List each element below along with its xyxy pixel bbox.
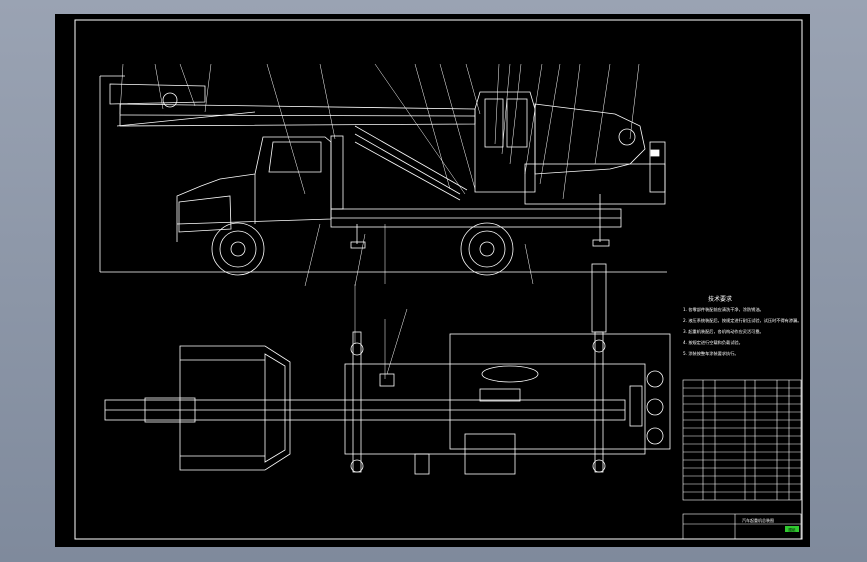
cab-window xyxy=(268,141,322,173)
tech-req-title: 技术要求 xyxy=(708,295,732,303)
cad-drawing: 技术要求 1. 各零部件装配前应清洗干净，涂防锈油。 2. 液压系统装配后，按规… xyxy=(74,19,803,540)
drawing-name: 汽车起重机总装图 xyxy=(742,517,774,523)
truck-cab-outline xyxy=(176,136,332,242)
drawing-sheet: 技术要求 1. 各零部件装配前应清洗干净，涂防锈油。 2. 液压系统装配后，按规… xyxy=(55,14,810,547)
side-view xyxy=(99,63,667,287)
tech-req-line: 5. 涂装按整车涂装要求执行。 xyxy=(683,350,739,357)
cab-plan xyxy=(179,345,291,471)
parts-list xyxy=(682,379,802,501)
tech-req-line: 1. 各零部件装配前应清洗干净，涂防锈油。 xyxy=(683,306,764,313)
outer-frame xyxy=(74,19,803,540)
engine-hood xyxy=(178,195,232,233)
boom-base xyxy=(534,103,646,175)
tech-req-line: 2. 液压系统装配后，按规定进行耐压试验，试压时不得有渗漏。 xyxy=(683,317,801,324)
front-wheel xyxy=(211,222,265,276)
plan-view xyxy=(104,263,671,475)
telescopic-boom xyxy=(119,103,476,127)
tech-req-line: 3. 起重机装配后，各机构动作应灵活可靠。 xyxy=(683,328,764,335)
tech-req-line: 4. 按规定进行空载和负载试验。 xyxy=(683,339,743,346)
approval-stamp xyxy=(785,526,799,532)
stamp-label: 图纸 xyxy=(789,527,797,532)
technical-requirements: 技术要求 1. 各零部件装配前应清洗干净，涂防锈油。 2. 液压系统装配后，按规… xyxy=(683,295,801,357)
title-block: 汽车起重机总装图 图纸 xyxy=(682,513,802,540)
rear-wheel xyxy=(460,222,514,276)
leader-lines xyxy=(119,63,640,287)
turntable xyxy=(481,365,539,383)
operator-cab xyxy=(474,91,536,193)
